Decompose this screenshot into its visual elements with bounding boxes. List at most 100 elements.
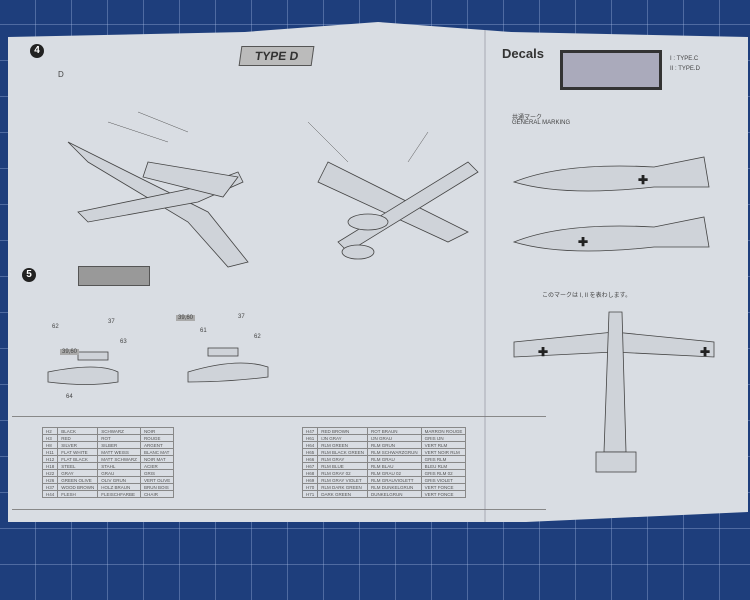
paint-cell: BLEU RLM	[420, 462, 467, 470]
step-4-number: 4	[30, 44, 44, 58]
paint-cell: RLM BLACK GREEN	[317, 448, 369, 456]
paint-cell: RED	[57, 434, 99, 442]
type-d-badge: TYPE D	[238, 46, 315, 66]
paint-cell: RLM BLAU	[367, 462, 422, 470]
paint-cell: VERT OLIVE	[139, 476, 175, 484]
svg-text:✚: ✚	[700, 345, 710, 359]
paint-cell: H68	[301, 469, 319, 477]
paint-cell: RED BROWN	[317, 427, 369, 435]
paint-cell: FLESH	[57, 490, 99, 498]
assembly-diagram-step5	[47, 347, 269, 385]
paint-cell: NOIR	[139, 427, 175, 435]
paint-cell: H67	[301, 462, 319, 470]
paint-cell: DARK GREEN	[317, 490, 369, 498]
general-marking-jp: 共通マーク	[512, 115, 543, 121]
paint-cell: ROT	[97, 434, 141, 442]
paint-cell: H65	[301, 448, 319, 456]
paint-cell: MARRON ROUGE	[420, 427, 467, 435]
paint-cell: ROT BRAUN	[367, 427, 422, 435]
paint-cell: RLM GRAU 02	[367, 469, 422, 477]
paint-cell: RLM GRUN	[367, 441, 422, 449]
paint-cell: H3	[41, 434, 59, 442]
paint-cell: RLM GREEN	[317, 441, 369, 449]
paint-cell: MATT SCHWARZ	[97, 455, 141, 463]
paint-cell: SCHWARZ	[97, 427, 141, 435]
paint-cell: BRUN BOIS	[139, 483, 175, 491]
paint-cell: WOOD BROWN	[57, 483, 99, 491]
paint-cell: RLM GRAY VIOLET	[317, 476, 369, 484]
paint-cell: H18	[41, 462, 59, 470]
paint-cell: NOIR MAT	[139, 455, 175, 463]
paint-cell: RLM GRAY 02	[317, 469, 369, 477]
subassembly-label: D	[58, 70, 64, 79]
paint-cell: RLM GRAUVIOLETT	[367, 476, 422, 484]
paint-cell: GRAY	[57, 469, 99, 477]
paint-cell: SILVER	[57, 441, 99, 449]
paint-cell: CHAIR	[139, 490, 175, 498]
callout: 39,60	[60, 349, 80, 355]
paint-cell: ARGENT	[139, 441, 175, 449]
paint-cell: H2	[41, 427, 59, 435]
paint-cell: GRIS	[139, 469, 175, 477]
paint-cell: H69	[301, 476, 319, 484]
paint-cell: BLANC MAT	[139, 448, 175, 456]
paint-cell: BLACK	[57, 427, 99, 435]
paint-cell: H66	[301, 455, 319, 463]
decal-sheet-preview	[560, 50, 662, 90]
paint-cell: RLM SCHWARZGRUN	[367, 448, 422, 456]
paint-cell: OLIV GRUN	[97, 476, 141, 484]
paint-cell: RLM BLUE	[317, 462, 369, 470]
assembly-diagram-step4	[67, 111, 479, 268]
marking-note: このマークは I, II を表わします。	[542, 293, 632, 299]
svg-text:✚: ✚	[578, 235, 588, 249]
paint-cell: VERT FONCE	[420, 483, 467, 491]
instruction-sheet: 4 TYPE D D 5 62 37 63 39,60 64 61 37 62 …	[8, 22, 748, 522]
paint-cell: FLEISCHFARBE	[97, 490, 141, 498]
paint-cell: GRIS RLM 02	[420, 469, 467, 477]
paint-cell: H26	[41, 476, 59, 484]
paint-cell: DUNKELGRUN	[367, 490, 422, 498]
paint-cell: STAHL	[97, 462, 141, 470]
color-callout-box	[78, 266, 150, 286]
paint-cell: GRAU	[97, 469, 141, 477]
paint-cell: H44	[41, 490, 59, 498]
paint-cell: H71	[301, 490, 319, 498]
callout: 62	[52, 324, 59, 330]
paint-cell: STEEL	[57, 462, 99, 470]
callout: 63	[120, 339, 127, 345]
paint-cell: H61	[301, 434, 319, 442]
paint-cell: H70	[301, 483, 319, 491]
legend-type-d: II : TYPE.D	[670, 66, 700, 72]
marking-diagrams: ✚✚✚✚	[512, 156, 715, 473]
paint-cell: RLM DUNKELGRUN	[367, 483, 422, 491]
paint-cell: ACIER	[139, 462, 175, 470]
svg-text:✚: ✚	[538, 345, 548, 359]
paint-cell: RLM GRAY	[317, 455, 369, 463]
paint-cell: GRIS IJN	[420, 434, 467, 442]
paint-cell: MATT WEISS	[97, 448, 141, 456]
callout: 39,60	[176, 315, 196, 321]
paint-cell: IJN GRAU	[367, 434, 422, 442]
paint-cell: VERT NOIR RLM	[420, 448, 467, 456]
